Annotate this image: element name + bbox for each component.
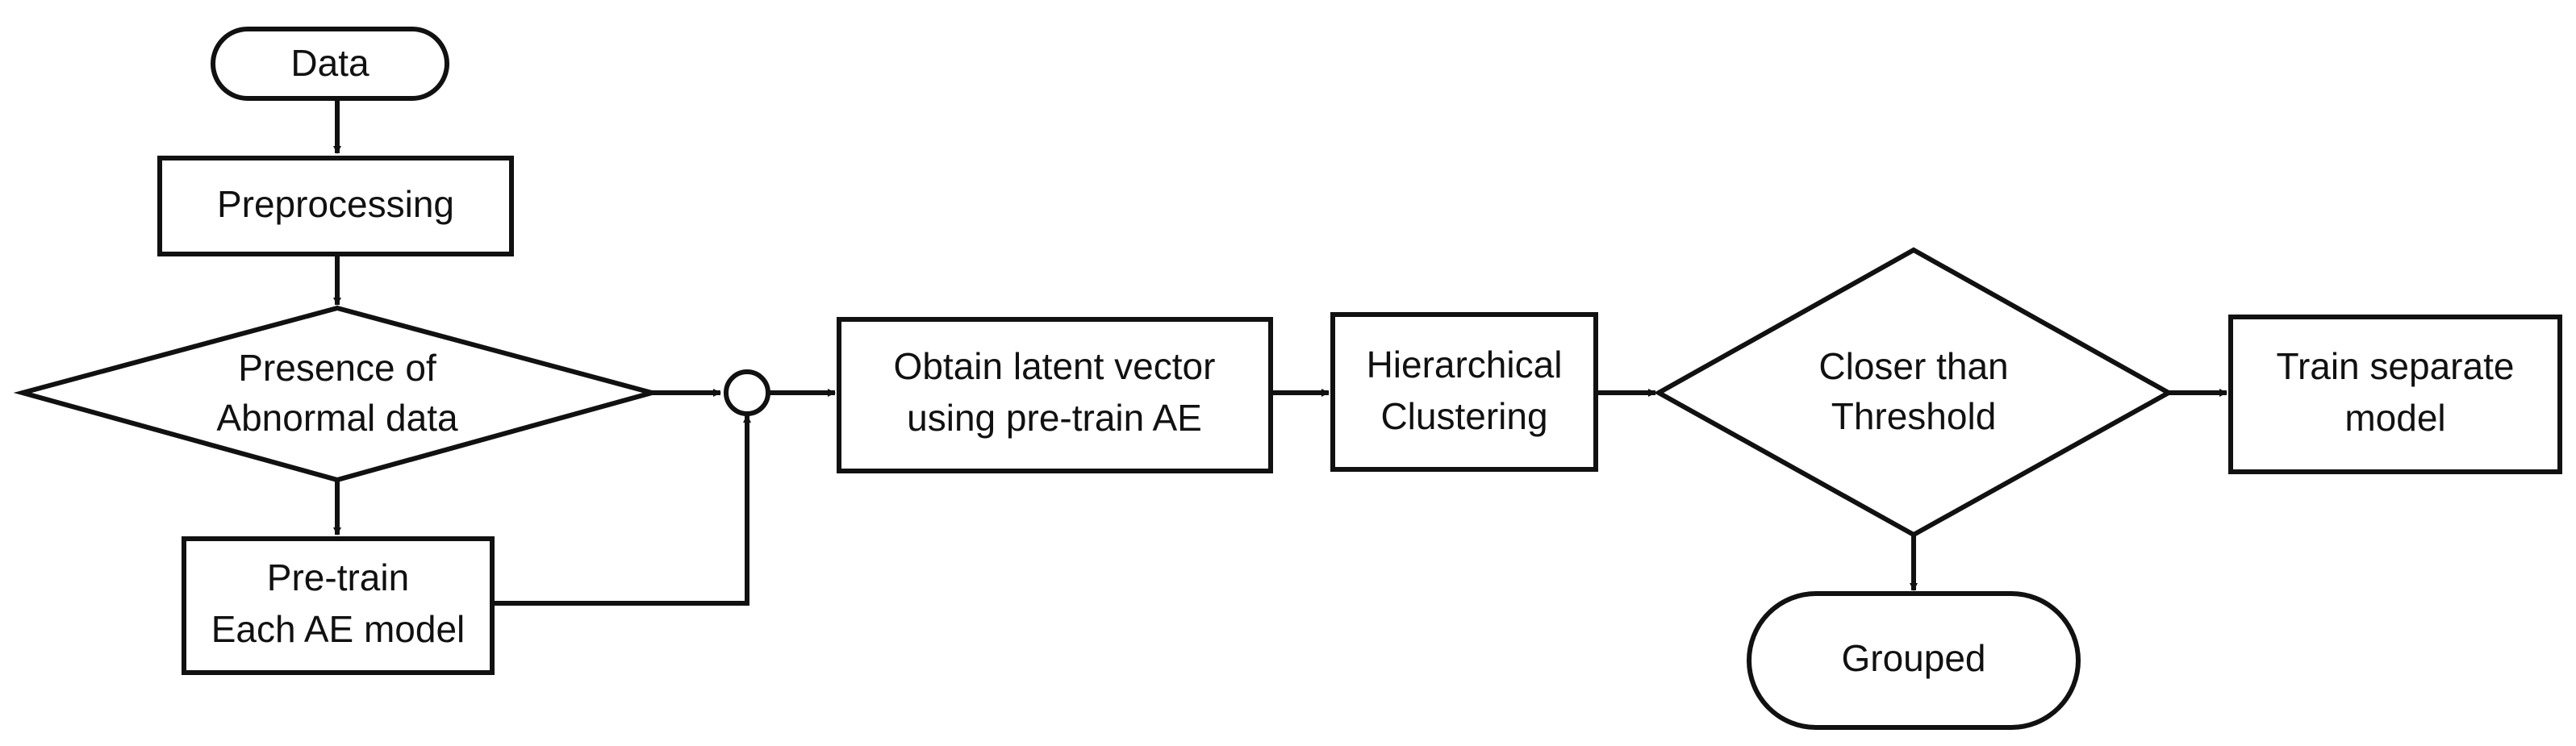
node-presence-decision: Presence of Abnormal data <box>13 305 662 483</box>
node-threshold-line1: Closer than <box>1818 345 2008 387</box>
node-threshold-line2: Threshold <box>1831 395 1997 437</box>
edge-pretrain-to-junction <box>492 415 751 606</box>
node-hierarchical-clustering: Hierarchical Clustering <box>1330 312 1598 472</box>
node-preprocessing-label: Preprocessing <box>217 183 454 225</box>
node-grouped-label: Grouped <box>1841 637 1985 679</box>
node-latent-line2: using pre-train AE <box>907 397 1202 439</box>
junction-circle <box>724 369 770 416</box>
node-data-label: Data <box>290 42 369 84</box>
edges <box>333 98 2227 606</box>
node-train-line1: Train separate <box>2277 345 2515 387</box>
node-pretrain-line2: Each AE model <box>211 608 466 650</box>
node-latent-line1: Obtain latent vector <box>894 345 1216 387</box>
node-pretrain: Pre-train Each AE model <box>182 536 495 675</box>
node-hierarchical-line2: Clustering <box>1380 395 1547 437</box>
node-train-separate: Train separate model <box>2228 315 2562 474</box>
node-train-line2: model <box>2344 397 2445 439</box>
node-presence-line2: Abnormal data <box>216 397 458 439</box>
node-pretrain-line1: Pre-train <box>267 556 409 598</box>
node-latent-vector: Obtain latent vector using pre-train AE <box>837 317 1273 473</box>
node-hierarchical-line1: Hierarchical <box>1367 344 1563 386</box>
node-data: Data <box>211 27 449 101</box>
node-threshold-decision: Closer than Threshold <box>1653 247 2174 538</box>
node-preprocessing: Preprocessing <box>157 156 514 256</box>
node-grouped: Grouped <box>1747 591 2081 730</box>
node-presence-line1: Presence of <box>238 347 436 389</box>
